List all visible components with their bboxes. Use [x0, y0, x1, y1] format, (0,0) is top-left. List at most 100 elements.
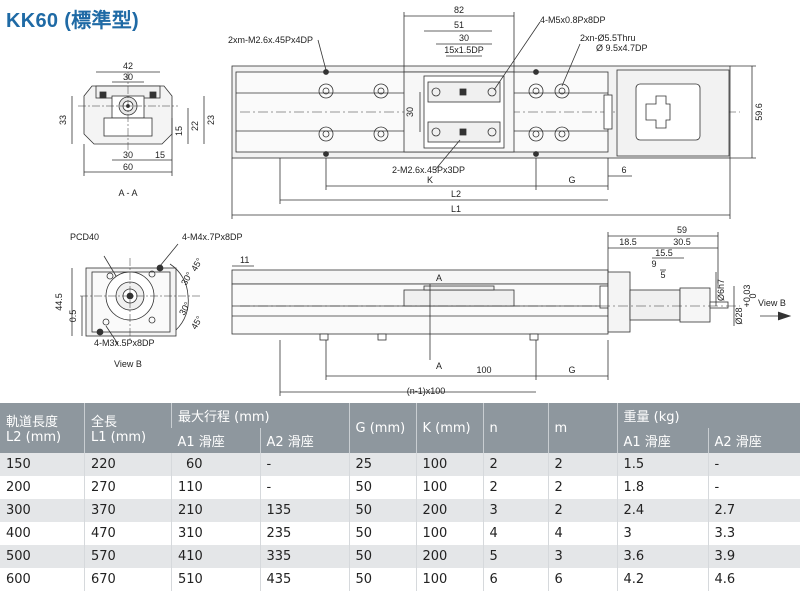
cell-g: 50	[348, 545, 416, 568]
cell-n: 3	[482, 499, 548, 522]
cell-k: 100	[415, 568, 483, 591]
dim-tol-upper: +0.03	[742, 285, 752, 308]
note-m3: 4-M3x.5Px8DP	[94, 338, 155, 348]
angle-45-bottom: 45°	[189, 314, 205, 331]
th-total-length-unit: L1 (mm)	[91, 430, 147, 445]
dim-l2: L2	[451, 189, 461, 199]
dim-g: G	[568, 175, 575, 185]
dim-59-6: 59.6	[754, 103, 764, 121]
th-m: m	[547, 403, 617, 453]
label-view-b: View B	[758, 298, 786, 308]
dim-100: 100	[476, 365, 491, 375]
cell-rail-length: 200	[0, 476, 85, 499]
cell-total-length: 270	[84, 476, 172, 499]
cell-weight-a1: 1.5	[616, 453, 708, 476]
dim-30-5: 30.5	[673, 237, 691, 247]
cell-weight-a2: -	[707, 453, 800, 476]
top-view	[231, 12, 756, 219]
dim-h30: 30	[405, 107, 415, 117]
dim-aa-42: 42	[123, 61, 133, 71]
dim-dia6: Ø6h7	[716, 279, 726, 301]
cell-total-length: 670	[84, 568, 172, 591]
cell-k: 200	[415, 545, 483, 568]
dim-aa-60: 60	[123, 162, 133, 172]
angle-30-top: 30°	[179, 270, 195, 287]
cell-g: 25	[348, 453, 416, 476]
dim-0-5: 0.5	[68, 310, 78, 323]
cell-m: 3	[547, 545, 617, 568]
cell-stroke-a1: 60	[171, 453, 260, 476]
th-rail-length: 軌道長度 L2 (mm)	[0, 403, 85, 453]
dim-aa-30: 30	[123, 72, 133, 82]
dim-15-5: 15.5	[655, 248, 673, 258]
cell-n: 5	[482, 545, 548, 568]
th-rail-length-label: 軌道長度	[6, 415, 59, 430]
cell-total-length: 570	[84, 545, 172, 568]
note-thru: 2xn-Ø5.5Thru	[580, 33, 636, 43]
cell-rail-length: 150	[0, 453, 85, 476]
cell-weight-a1: 4.2	[616, 568, 708, 591]
th-rail-length-unit: L2 (mm)	[6, 430, 62, 445]
th-total-length-label: 全長	[91, 415, 118, 430]
dim-9: 9	[651, 259, 656, 269]
dim-dia28: Ø28	[734, 307, 744, 324]
th-total-length: 全長 L1 (mm)	[84, 403, 172, 453]
dim-5: 5	[660, 270, 665, 280]
cell-rail-length: 500	[0, 545, 85, 568]
th-stroke-a2: A2 滑座	[259, 428, 349, 453]
cell-total-length: 220	[84, 453, 172, 476]
cell-stroke-a2: -	[259, 453, 349, 476]
cell-weight-a2: 3.3	[707, 522, 800, 545]
cell-weight-a1: 3.6	[616, 545, 708, 568]
cell-m: 4	[547, 522, 617, 545]
note-m4: 4-M5x0.8Px8DP	[540, 15, 606, 25]
cell-k: 100	[415, 453, 483, 476]
dim-l1: L1	[451, 204, 461, 214]
dim-tol-lower: 0	[748, 293, 758, 298]
dim-aa-15: 15	[174, 126, 184, 136]
cell-weight-a2: 3.9	[707, 545, 800, 568]
cell-k: 100	[415, 476, 483, 499]
cell-n: 2	[482, 476, 548, 499]
cell-n: 4	[482, 522, 548, 545]
cell-n: 6	[482, 568, 548, 591]
dim-59: 59	[677, 225, 687, 235]
dim-aa-b15: 15	[155, 150, 165, 160]
dim-k: K	[427, 175, 433, 185]
cell-weight-a2: -	[707, 476, 800, 499]
cell-stroke-a1: 410	[171, 545, 260, 568]
side-view	[231, 232, 792, 396]
th-g: G (mm)	[348, 403, 416, 453]
cell-stroke-a2: 235	[259, 522, 349, 545]
th-weight-a1: A1 滑座	[616, 428, 708, 453]
cell-stroke-a1: 310	[171, 522, 260, 545]
note-m2-top: 2xm-M2.6x.45Px4DP	[228, 35, 313, 45]
section-a-top: A	[436, 273, 442, 283]
th-n: n	[482, 403, 548, 453]
dim-30: 30	[459, 33, 469, 43]
th-stroke-a1: A1 滑座	[171, 428, 260, 453]
cell-rail-length: 600	[0, 568, 85, 591]
cell-stroke-a1: 210	[171, 499, 260, 522]
dim-44-5: 44.5	[54, 293, 64, 311]
dim-11: 11	[240, 255, 249, 265]
dim-aa-33: 33	[58, 115, 68, 125]
note-m2-bottom: 2-M2.6x.45Px3DP	[392, 165, 465, 175]
cell-m: 6	[547, 568, 617, 591]
cell-rail-length: 400	[0, 522, 85, 545]
cell-weight-a2: 4.6	[707, 568, 800, 591]
cell-g: 50	[348, 476, 416, 499]
dim-aa-b30: 30	[123, 150, 133, 160]
section-a-bottom: A	[436, 361, 442, 371]
cell-n: 2	[482, 453, 548, 476]
cell-weight-a1: 3	[616, 522, 708, 545]
cell-stroke-a2: -	[259, 476, 349, 499]
dim-aa-23: 23	[206, 115, 216, 125]
cell-weight-a2: 2.7	[707, 499, 800, 522]
cell-weight-a1: 2.4	[616, 499, 708, 522]
